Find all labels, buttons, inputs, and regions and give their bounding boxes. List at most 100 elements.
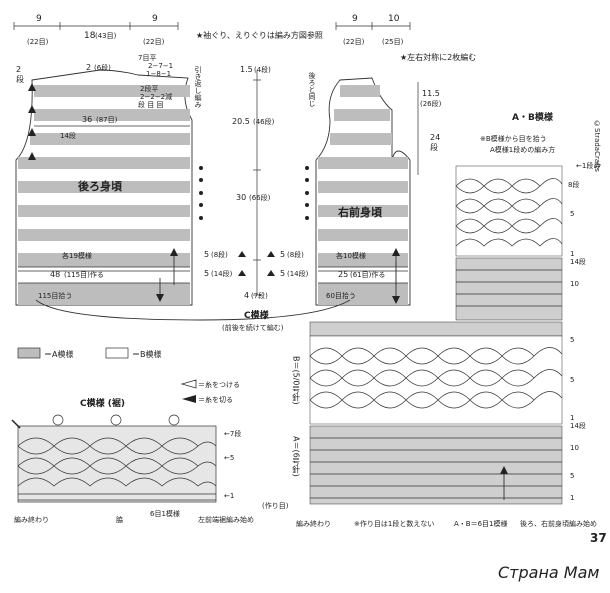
back-chain-48-sub: (115目)作る — [64, 270, 104, 279]
back-pick-115: 115目拾う — [38, 291, 72, 300]
ab-row-10b: 10 — [570, 444, 579, 452]
dim-20-5: 20.5 — [232, 117, 250, 126]
back-edge-dots — [199, 166, 203, 220]
dim-left-9: 9 — [36, 14, 42, 24]
attach-yarn-icon — [180, 379, 197, 389]
dim-right-9-sub: (22目) — [343, 38, 365, 46]
dim-right-10: 10 — [388, 14, 400, 24]
front-outline — [315, 77, 411, 306]
site-logo-text: Страна Мам — [498, 563, 599, 582]
cut-yarn-icon — [182, 395, 196, 403]
c-chart-motif: 6目1模様 — [150, 509, 180, 518]
c-chart-side: 脇 — [116, 516, 123, 524]
ab-chart-title: A・B模様 — [512, 111, 554, 123]
top-dimension-row: 9 (22目) 18 (43目) 9 (22目) 9 (22目) 10 (25目… — [13, 14, 476, 62]
back-neck-2-sub: (6段) — [94, 63, 111, 72]
c-pattern-title: C模様 — [244, 309, 270, 321]
dim-r5b-sub: (14段) — [287, 269, 309, 278]
dim-left-9-sub: (22目) — [27, 38, 49, 46]
back-width-36: 36 — [82, 115, 92, 124]
c-chart: C模様 (裾) ←7段 ←5 ←1 編み終わり 脇 6目1模様 左前端裾編み始め — [11, 397, 254, 524]
dim-5a: 5 — [204, 250, 209, 259]
front-motif-10: 各10模様 — [336, 251, 366, 260]
ab-row-1b: 1 — [570, 414, 574, 422]
ab-row-1a: 1 — [570, 250, 574, 258]
ab-row-14b: 14段 — [570, 421, 586, 430]
ab-top-mesh — [455, 178, 563, 247]
ab-front-start: 後ろ、右前身頃編み始め — [520, 519, 597, 528]
back-chain-48: 48 — [50, 270, 60, 279]
back-bands — [18, 85, 190, 305]
legend-attach: ＝糸をつける — [198, 380, 240, 389]
back-neck-dec-3: 1−8−1 — [146, 70, 171, 78]
back-neck-dec-5: 2−2−2減 — [140, 92, 172, 101]
back-neck-dec-4: 2段平 — [140, 84, 158, 93]
ab-row-5b-top: 5 — [570, 336, 574, 344]
front-chain-25: 25 — [338, 270, 348, 279]
ab-row-5c: 5 — [570, 472, 574, 480]
note-sleeve-collar: ★袖ぐり、えりぐりは編み方図参照 — [196, 30, 323, 40]
dim-5a-sub: (8段) — [211, 250, 228, 259]
back-motif-19: 各19模様 — [62, 251, 92, 260]
c-chart-row1: ←1 — [224, 492, 234, 500]
dim-r5b: 5 — [280, 269, 285, 278]
page-number: 37 — [590, 531, 607, 545]
c-pattern-label: C模様 (前後を続けて編む) — [35, 299, 351, 332]
dim-1-5: 1.5 — [240, 65, 253, 74]
dim-4-sub: (7段) — [251, 291, 268, 300]
ab-chart-note1: ※B模様から目を拾う — [480, 134, 547, 143]
back-outline — [15, 69, 193, 306]
c-chart-picot-3 — [168, 414, 180, 426]
ab-row-1c: 1 — [570, 494, 574, 502]
front-body-diagram: 後ろと同じ 11.5 (26段) 24 段 右前身頃 各10模様 25 (61目… — [305, 71, 442, 306]
ab-chart: A・B模様 ※B模様から目を拾う A模様1段めの編み方 ←1段め 8段 5 1 … — [262, 111, 600, 528]
back-shoulder-unit: 段 — [16, 74, 24, 84]
ab-note-bottom: ※作り目は1段と数えない — [354, 519, 434, 528]
side-watermark: ©StradaCrafts — [593, 120, 601, 172]
front-bands — [318, 85, 408, 305]
legend-b: ＝B模様 — [132, 349, 162, 359]
legend-cut: ＝糸を切る — [198, 395, 233, 404]
c-chart-title: C模様 (裾) — [80, 397, 125, 409]
back-title: 後ろ身頃 — [78, 179, 123, 193]
back-rows-14: 14段 — [60, 131, 76, 140]
note-symmetric: ★左右対称に2枚編む — [400, 52, 476, 62]
back-pull-back: 引き返し編み — [194, 65, 202, 108]
ab-row-8: 8段 — [568, 180, 579, 189]
ab-a-label: A＝(6号針) — [292, 436, 301, 477]
front-edge-dots — [305, 166, 309, 220]
ab-grid-lower — [310, 437, 562, 499]
dim-mid-9: 9 — [152, 14, 158, 24]
legend-a: ＝A模様 — [44, 349, 73, 359]
c-pattern-sub: (前後を続けて編む) — [222, 323, 284, 332]
c-chart-start: 左前端裾編み始め — [198, 515, 254, 524]
ab-b-mesh — [309, 347, 563, 409]
dim-30: 30 — [236, 193, 246, 202]
back-body-diagram: 2 段 2 (6段) 7目平 2−7−1 1−8−1 2段平 2−2−2減 段 … — [15, 54, 203, 306]
back-shoulder-2: 2 — [16, 65, 21, 74]
dim-back-18: 18 — [84, 31, 96, 41]
ab-row-14: 14段 — [570, 257, 586, 266]
c-chart-mesh — [17, 437, 217, 501]
ab-chart-note2: A模様1段めの編み方 — [490, 145, 555, 154]
ab-start-pick: (作り目) — [262, 501, 289, 510]
back-triangles — [28, 83, 36, 160]
c-chart-row7: ←7段 — [224, 429, 241, 438]
c-chart-picot-2 — [110, 414, 122, 426]
dim-5b: 5 — [204, 269, 209, 278]
back-width-36-sub: (87目) — [96, 116, 118, 124]
front-dim-11-5-sub: (26段) — [420, 99, 442, 108]
ab-b-label: B＝(5/0号針) — [292, 356, 301, 405]
c-chart-row5: ←5 — [224, 454, 234, 462]
back-neck-2: 2 — [86, 63, 91, 72]
dim-4: 4 — [244, 291, 249, 300]
site-logo: Страна Мам — [498, 563, 599, 582]
c-chart-end: 編み終わり — [14, 515, 49, 524]
ab-grid-upper — [456, 269, 562, 307]
front-pick-60: 60目拾う — [326, 291, 356, 300]
ab-row-1st: ←1段め — [576, 161, 600, 170]
dim-back-18-sub: (43目) — [95, 32, 117, 40]
ab-row-10: 10 — [570, 280, 579, 288]
front-dim-24-unit: 段 — [430, 142, 438, 152]
